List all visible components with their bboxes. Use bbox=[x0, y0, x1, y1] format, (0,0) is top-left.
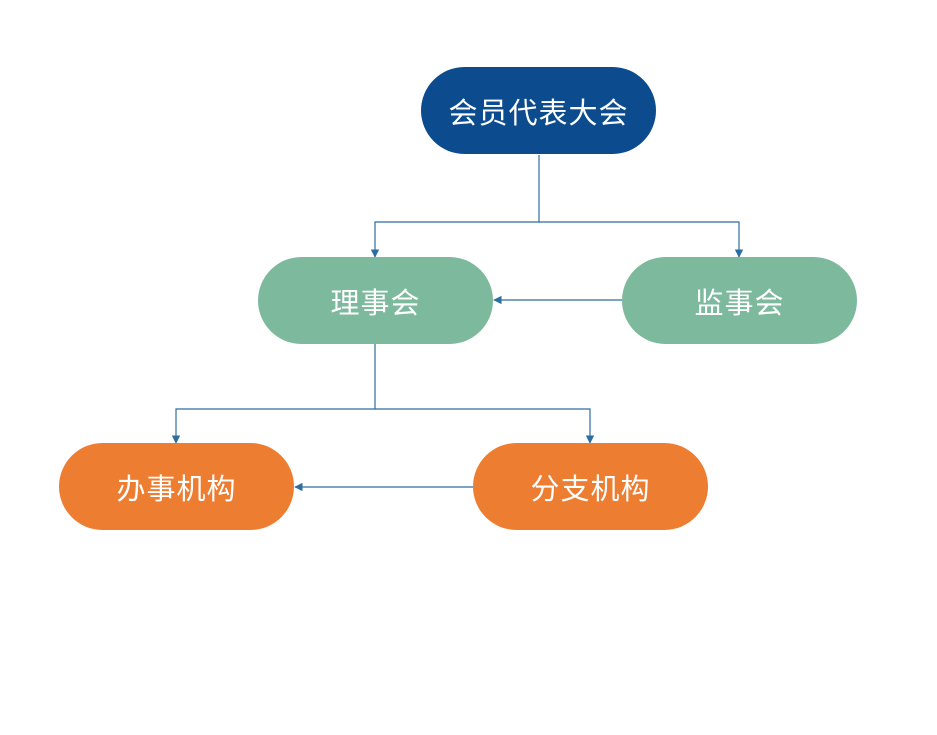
connector-assembly-to-supervisory bbox=[539, 221, 744, 258]
node-branch-organization: 分支机构 bbox=[473, 443, 708, 530]
node-board-of-supervisors: 监事会 bbox=[622, 257, 857, 344]
connector-assembly-to-council bbox=[370, 155, 540, 258]
connector-council-to-branch bbox=[375, 408, 595, 444]
node-label: 监事会 bbox=[694, 285, 785, 320]
node-member-representative-assembly: 会员代表大会 bbox=[421, 67, 656, 154]
node-administrative-office: 办事机构 bbox=[59, 443, 294, 530]
node-label: 分支机构 bbox=[530, 471, 651, 506]
node-label: 会员代表大会 bbox=[448, 95, 629, 130]
node-label: 理事会 bbox=[330, 285, 421, 320]
connector-council-to-office bbox=[171, 344, 376, 444]
node-label: 办事机构 bbox=[116, 471, 237, 506]
node-board-of-directors: 理事会 bbox=[258, 257, 493, 344]
